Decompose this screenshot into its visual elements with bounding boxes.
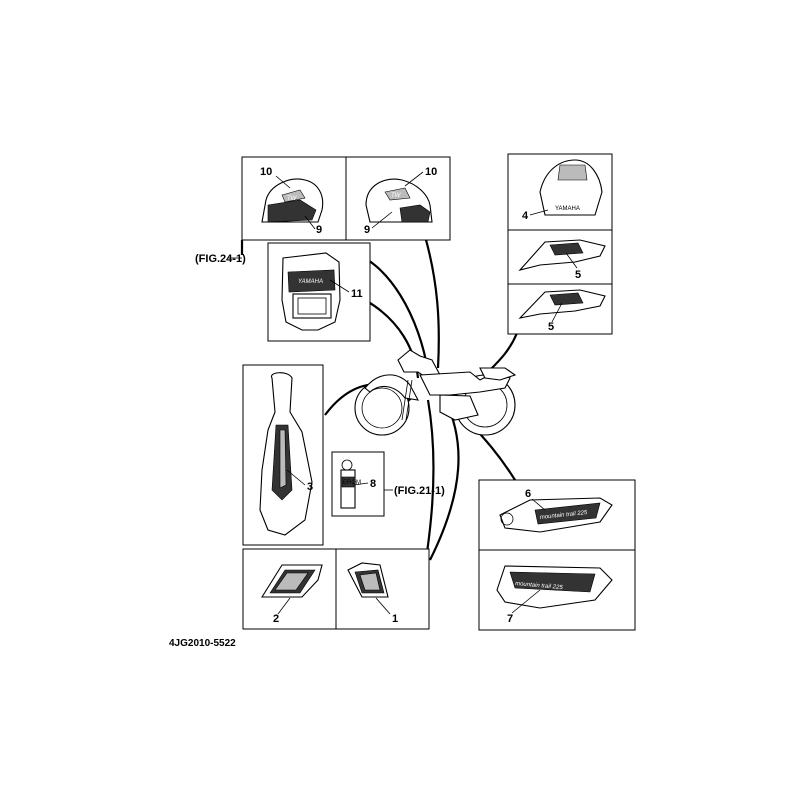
callout-2: 2 — [273, 613, 279, 625]
rear-fender-brand: YAMAHA — [555, 206, 580, 212]
callout-7: 7 — [507, 613, 513, 625]
headlight-cover-panel: YAMAHA 11 — [267, 242, 371, 342]
callout-8: 8 — [370, 478, 376, 490]
motorcycle-outline — [354, 349, 517, 436]
fig-ref-rear-shock: (FIG.21-1) — [394, 485, 445, 497]
callout-9-left: 9 — [316, 224, 322, 236]
callout-9-right: 9 — [364, 224, 370, 236]
callout-1: 1 — [392, 613, 398, 625]
callout-10-left: 10 — [260, 166, 272, 178]
side-cover-6-panel: mountain trail 225 6 — [478, 479, 636, 551]
fuel-tank-right-panel: TW 10 9 — [345, 156, 451, 241]
callout-11: 11 — [351, 288, 363, 300]
callout-10-right: 10 — [425, 166, 437, 178]
fig-ref-fuel-tank: (FIG.24-1) — [195, 253, 246, 265]
tank-logo-right: TW — [391, 193, 402, 199]
headlight-brand: YAMAHA — [298, 279, 323, 285]
callout-4: 4 — [522, 210, 529, 222]
side-panel-1: 1 — [335, 548, 430, 630]
rear-shock-panel: EROM 8 — [331, 451, 385, 517]
tank-logo-left: TW — [287, 196, 298, 202]
side-panel-2: 2 — [242, 548, 337, 630]
front-fender-panel: 3 — [242, 364, 324, 546]
side-fairing-lower-panel: 5 — [507, 283, 613, 335]
rear-fender-panel: YAMAHA 4 — [507, 153, 613, 231]
diagram-code: 4JG2010-5522 — [169, 638, 236, 649]
callout-3: 3 — [307, 481, 313, 493]
side-cover-model-6: mountain trail 225 — [540, 510, 589, 521]
side-cover-7-panel: mountain trail 225 7 — [478, 549, 636, 631]
side-cover-model-7: mountain trail 225 — [515, 581, 564, 591]
fuel-tank-left-panel: TW 10 9 — [241, 156, 347, 241]
callout-6: 6 — [525, 488, 531, 500]
side-fairing-upper-panel: 5 — [507, 229, 613, 285]
callout-5-upper: 5 — [575, 269, 581, 281]
callout-5-lower: 5 — [548, 321, 554, 333]
shock-label: EROM — [343, 480, 361, 486]
